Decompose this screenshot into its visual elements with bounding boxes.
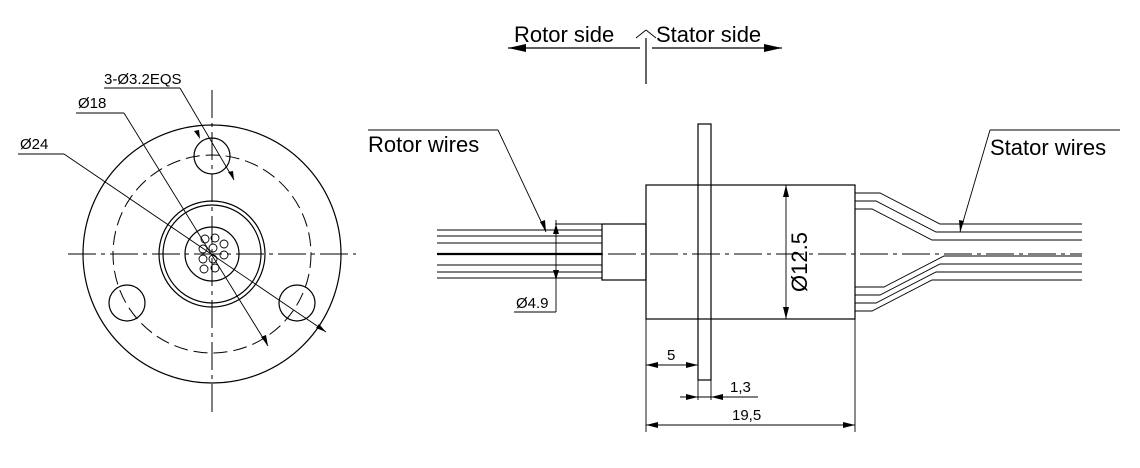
bolt-circle xyxy=(112,154,312,354)
rotor-side-arrowhead xyxy=(508,44,526,52)
holes-leader xyxy=(179,87,235,181)
dim195-label: 19,5 xyxy=(732,407,761,424)
mounting-hole-right xyxy=(278,284,316,322)
rotor-wire-bundle xyxy=(437,223,602,279)
hub-outer-circle xyxy=(158,200,266,308)
stator-wires-label: Stator wires xyxy=(990,135,1106,160)
mounting-hole-top xyxy=(193,137,231,175)
front-view: 3-Ø3.2EQS Ø18 Ø24 xyxy=(18,71,356,415)
d18-label: Ø18 xyxy=(78,95,106,112)
stator-wire-bundle xyxy=(855,192,1082,312)
d18-leader xyxy=(123,112,269,347)
mounting-hole-left xyxy=(108,284,146,322)
hub-ring-circle xyxy=(162,204,262,304)
stator-side-arrowhead xyxy=(764,44,782,52)
side-divider-tick-right xyxy=(645,29,657,39)
d49-label: Ø4.9 xyxy=(516,295,549,312)
rotor-shaft xyxy=(601,223,647,281)
side-divider-tick-left xyxy=(635,29,647,39)
d24-label: Ø24 xyxy=(20,136,48,153)
side-view: Rotor side Stator side Rotor wires Ø4.9 xyxy=(368,22,1120,432)
rotor-wires-label: Rotor wires xyxy=(368,132,479,157)
stator-wires-leader xyxy=(959,129,991,233)
d125-label: Ø12.5 xyxy=(787,232,812,292)
stator-side-label: Stator side xyxy=(656,22,761,47)
rotor-wires-leader xyxy=(497,129,547,233)
dim13-label: 1,3 xyxy=(730,379,751,396)
bore-circle xyxy=(184,226,240,282)
slip-ring-body xyxy=(645,184,856,320)
mounting-flange xyxy=(697,123,712,381)
d24-leader xyxy=(63,153,327,333)
wire-ends xyxy=(198,233,229,274)
flange-outer-circle xyxy=(82,124,342,384)
dim5-label: 5 xyxy=(667,347,675,364)
holes-label: 3-Ø3.2EQS xyxy=(104,71,182,88)
rotor-side-label: Rotor side xyxy=(514,22,614,47)
